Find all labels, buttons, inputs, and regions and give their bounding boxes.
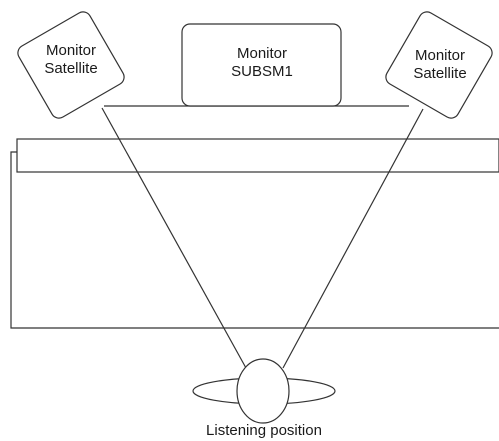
subwoofer-box [181,23,342,107]
satellite-left-box [17,11,125,119]
console-shelf [16,138,499,173]
satellite-left-label: Monitor Satellite [33,42,109,78]
satellite-right-label: Monitor Satellite [402,47,478,83]
sightline-left [101,107,247,369]
subwoofer-line1: Monitor [236,45,288,62]
subwoofer-label: Monitor SUBSM1 [204,45,320,81]
satellite-left-line2: Satellite [44,60,98,77]
satellite-right-line1: Monitor [414,47,466,64]
listening-position-label: Listening position [206,422,322,439]
console-body [10,151,499,329]
subwoofer-line2: SUBSM1 [231,63,293,80]
satellite-right-line2: Satellite [413,65,467,82]
satellite-right-box [385,11,493,119]
satellite-left-line1: Monitor [45,42,97,59]
listener-head [236,358,290,424]
sightline-right [282,108,424,369]
